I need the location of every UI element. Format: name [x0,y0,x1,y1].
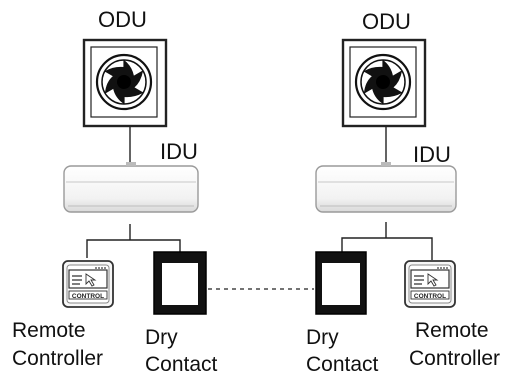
idu-device-link-right [341,222,433,260]
idu-unit-left [63,162,199,213]
fan-icon [354,53,412,111]
dry-contact-label-right-line2: Contact [306,353,379,376]
idu-label-left: IDU [160,139,198,164]
idu-unit-right [315,162,457,213]
dry-contact-label-left-line1: Dry [145,326,178,349]
group-right: CONTROL [315,38,457,315]
control-label: CONTROL [414,293,446,300]
dry-contact-label-right-line1: Dry [306,326,339,349]
odu-unit-left [82,38,168,128]
remote-controller-icon: CONTROL [404,260,456,308]
remote-controller-label-right-line1: Remote [415,319,489,342]
odu-label-right: ODU [362,9,411,34]
idu-device-link-left [86,224,181,258]
fan-icon [95,53,153,111]
odu-unit-right [341,38,427,128]
remote-controller-icon: CONTROL [62,260,114,308]
remote-controller-label-left-line2: Controller [12,347,104,370]
idu-label-right: IDU [413,142,451,167]
dry-contact-label-left-line2: Contact [145,353,218,376]
odu-label-left: ODU [98,7,147,32]
dry-contact-icon [315,251,367,315]
remote-controller-label-right-line2: Controller [409,347,501,370]
remote-controller-label-left-line1: Remote [12,319,86,342]
dry-contact-icon [153,251,207,315]
group-left: CONTROL [62,38,207,315]
control-label: CONTROL [72,293,104,300]
